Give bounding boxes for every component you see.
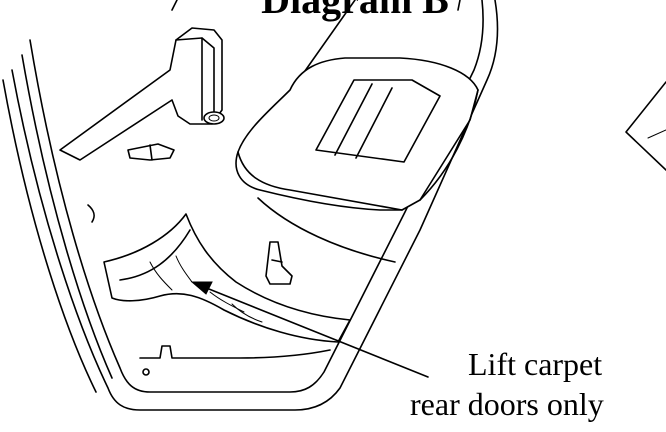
door-frame-edge-line-2 (21, 54, 113, 379)
callout-arrowhead (190, 281, 213, 295)
pedestal-hole (203, 111, 225, 125)
carpet-fold-line (175, 255, 193, 283)
console-panel-divider (334, 83, 373, 156)
adjacent-diagram-edge (625, 81, 666, 171)
callout-label-line-1: Lift carpet (468, 346, 603, 382)
console-mount-line (271, 259, 283, 263)
door-frame-outer-line (11, 0, 499, 411)
roof-line-2 (457, 0, 461, 11)
center-console (235, 57, 479, 211)
pedestal-edge (175, 37, 215, 113)
adjacent-diagram-edge-2 (647, 129, 666, 139)
floor-sill-line (139, 345, 331, 359)
callout-leader-line (203, 286, 429, 378)
console-mount (265, 241, 293, 285)
callout-label-line-2: rear doors only (410, 386, 604, 422)
carpet-fold-line-2 (149, 261, 173, 291)
console-rear-edge (419, 89, 479, 201)
roof-line (299, 0, 356, 79)
carpet-edge (119, 229, 191, 281)
wheel-arch-bump (87, 204, 95, 223)
door-frame-edge-line (2, 79, 97, 393)
seat-rail-bracket-line (149, 144, 153, 161)
carpet-fold-line-4 (231, 303, 263, 323)
drain-hole (142, 368, 150, 376)
console-panel-divider-2 (355, 87, 393, 159)
diagram-title: Diagram B (240, 0, 470, 20)
pillar-line (171, 0, 178, 11)
console-side-line (237, 151, 403, 211)
pedestal-hole-inner (208, 114, 220, 122)
console-top-panel (315, 79, 441, 163)
carpet-fold-line-3 (209, 291, 245, 313)
console-front-line (257, 197, 396, 263)
seat-pedestal (59, 27, 223, 161)
carpet-panel (103, 213, 351, 343)
door-frame-inner-line (29, 0, 484, 393)
